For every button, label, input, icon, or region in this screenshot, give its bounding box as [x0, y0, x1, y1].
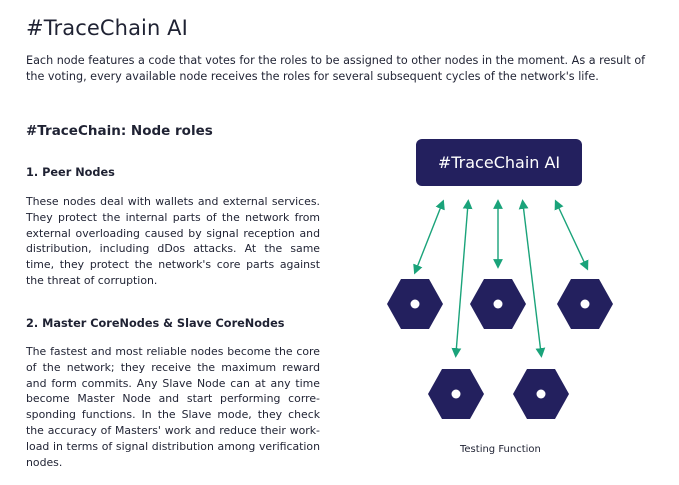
arrow-hub-node-3: [554, 199, 589, 271]
node-2: [470, 279, 526, 329]
diagram-caption: Testing Function: [460, 444, 541, 455]
peer-nodes-heading: 1. Peer Nodes: [26, 166, 115, 179]
arrow-hub-node-4: [451, 199, 473, 358]
section-title: #TraceChain: Node roles: [26, 123, 213, 139]
arrow-hub-node-5: [518, 199, 546, 358]
core-nodes-body: The fastest and most reliable nodes beco…: [26, 345, 320, 469]
node-3: [557, 279, 613, 329]
page-title: #TraceChain AI: [26, 16, 188, 40]
core-nodes-heading: 2. Master CoreNodes & Slave CoreNodes: [26, 317, 285, 330]
arrow-hub-node-1: [413, 199, 445, 275]
node-1: [387, 279, 443, 329]
node-4: [428, 369, 484, 419]
node-5: [513, 369, 569, 419]
tracechain-hub-box: #TraceChain AI: [416, 139, 582, 186]
intro-paragraph: Each node features a code that votes for…: [26, 54, 646, 83]
peer-nodes-body: These nodes deal with wallets and extern…: [26, 195, 320, 287]
